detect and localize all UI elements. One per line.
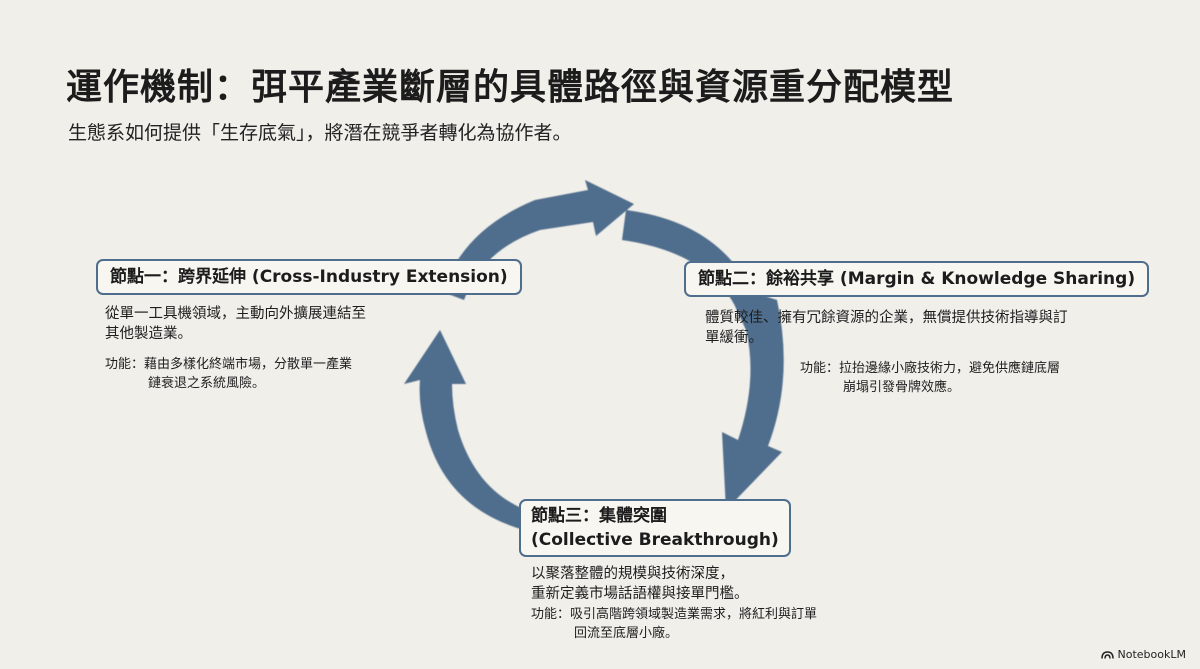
arrow-bottom-to-node-one [404, 330, 526, 530]
node-two-desc-line: 體質較佳、擁有冗餘資源的企業，無償提供技術指導與訂 [705, 310, 1068, 326]
arrow-top-to-node-two [443, 180, 634, 300]
page-subtitle: 生態系如何提供「生存底氣」，將潛在競爭者轉化為協作者。 [68, 122, 572, 144]
node-three-description: 以聚落整體的規模與技術深度， 重新定義市場話語權與接單門檻。 [531, 564, 749, 604]
node-three-func-line: 功能：吸引高階跨領域製造業需求，將紅利與訂單 [531, 607, 818, 622]
notebooklm-logo-icon [1100, 651, 1114, 659]
node-three-desc-line: 重新定義市場話語權與接單門檻。 [531, 586, 749, 602]
node-one-desc-line: 從單一工具機領域，主動向外擴展連結至 [105, 306, 366, 322]
node-one-func-line: 功能：藉由多樣化終端市場，分散單一產業 [105, 357, 353, 372]
brand-watermark: NotebookLM [1100, 648, 1186, 661]
node-three-label-line: 節點三：集體突圍 [531, 506, 667, 526]
node-one-func-line: 鏈衰退之系統風險。 [148, 376, 266, 391]
node-one-label: 節點一：跨界延伸 (Cross-Industry Extension) [96, 259, 522, 295]
node-three-func-line: 回流至底層小廠。 [574, 626, 679, 641]
node-two-function: 功能：拉抬邊緣小廠技術力，避免供應鏈底層 崩塌引發骨牌效應。 [800, 359, 1060, 397]
node-one-desc-line: 其他製造業。 [105, 326, 192, 342]
node-one-function: 功能：藉由多樣化終端市場，分散單一產業 鏈衰退之系統風險。 [105, 355, 352, 393]
brand-name: NotebookLM [1117, 648, 1186, 661]
node-two-desc-line: 單緩衝。 [705, 330, 763, 346]
page-title: 運作機制：弭平產業斷層的具體路徑與資源重分配模型 [66, 67, 955, 108]
node-three-function: 功能：吸引高階跨領域製造業需求，將紅利與訂單 回流至底層小廠。 [531, 605, 817, 643]
node-one-description: 從單一工具機領域，主動向外擴展連結至 其他製造業。 [105, 304, 366, 344]
node-two-func-line: 功能：拉抬邊緣小廠技術力，避免供應鏈底層 [800, 361, 1061, 376]
node-three-label: 節點三：集體突圍 (Collective Breakthrough) [519, 499, 791, 557]
cycle-arrows [404, 180, 784, 530]
node-two-label: 節點二：餘裕共享 (Margin & Knowledge Sharing) [684, 261, 1150, 297]
node-three-label-line: (Collective Breakthrough) [531, 530, 779, 550]
node-three-desc-line: 以聚落整體的規模與技術深度， [531, 566, 734, 582]
node-two-description: 體質較佳、擁有冗餘資源的企業，無償提供技術指導與訂 單緩衝。 [705, 308, 1068, 348]
arrow-right-to-node-three [622, 210, 784, 510]
node-two-func-line: 崩塌引發骨牌效應。 [843, 380, 961, 395]
